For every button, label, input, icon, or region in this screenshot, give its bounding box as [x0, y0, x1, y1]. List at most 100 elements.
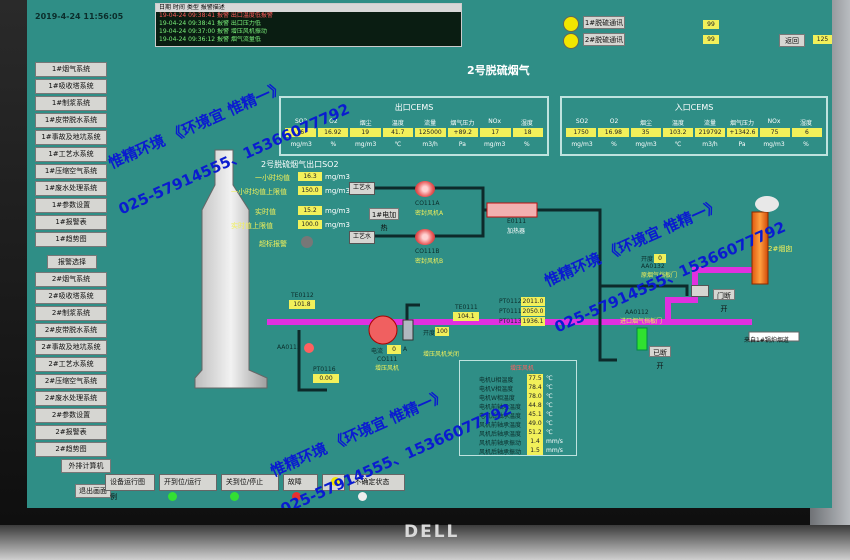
cems-value: 1750 — [566, 128, 597, 137]
seal-fan-b-id: CO111B — [415, 248, 440, 255]
sidebar-item[interactable]: 2#吸收塔系统 — [35, 289, 107, 304]
sidebar-item[interactable]: 2#参数设置 — [35, 408, 107, 423]
cems-value: 41.7 — [382, 128, 413, 137]
aa0113-tag: AA0113 — [277, 344, 301, 351]
drain-pipe — [297, 330, 327, 392]
return-button[interactable]: 返回 — [779, 34, 805, 47]
heater — [486, 202, 538, 218]
external-computer-button[interactable]: 外排计算机 — [61, 459, 111, 473]
legend-item: 不确定状态 — [349, 473, 405, 501]
current-unit: A — [403, 346, 408, 353]
exit-button[interactable]: 退出画面 — [75, 484, 111, 498]
legend-item: 故障 — [282, 473, 319, 501]
seal-fan-a-icon[interactable] — [415, 181, 435, 197]
cems-header: SO2 — [294, 118, 308, 125]
cems-unit: m3/h — [422, 141, 438, 148]
sidebar-item[interactable]: 2#烟气系统 — [35, 272, 107, 287]
sidebar-item[interactable]: 2#皮带脱水系统 — [35, 323, 107, 338]
so2-value: 15.2 — [298, 206, 322, 215]
pt0116-tag: PT0116 — [313, 366, 336, 373]
sidebar-item[interactable]: 2#工艺水系统 — [35, 357, 107, 372]
sidebar-item[interactable]: 1#制浆系统 — [35, 96, 107, 111]
sidebar-item[interactable]: 1#压缩空气系统 — [35, 164, 107, 179]
cems-unit: mg/m3 — [290, 141, 312, 148]
cems-unit: % — [803, 141, 809, 148]
process-water-valve-b[interactable]: 工艺水 — [349, 231, 375, 244]
inlet-damper — [636, 327, 648, 351]
current-label: 电流 — [371, 348, 384, 355]
damper-button[interactable]: 门断开 — [713, 289, 735, 313]
cems-header: 流量 — [424, 120, 437, 127]
seal-air-pipe — [374, 186, 617, 362]
sidebar-item[interactable]: 1#工艺水系统 — [35, 147, 107, 162]
alarm-row[interactable]: 19-04-24 09:38:41 报警 出口压力低 — [159, 20, 261, 27]
heater-button[interactable]: 1#电加热 — [369, 208, 399, 232]
sidebar-item[interactable]: 1#烟气系统 — [35, 62, 107, 77]
pt0116-value: 0.00 — [313, 374, 339, 383]
legend-item: 开到位/运行 — [158, 473, 217, 501]
alarm-row[interactable]: 19-04-24 09:38:41 报警 出口温度低报警 — [159, 12, 273, 19]
process-water-valve-a[interactable]: 工艺水 — [349, 182, 375, 195]
pt0112-value: 2011.0 — [521, 297, 545, 306]
motor-value: 44.8 — [527, 401, 543, 410]
outlet-cems-panel: 出口CEMS SO2 O2 烟尘 温度 流量 烟气压力 NOx 湿度 16 16… — [279, 96, 549, 156]
motor-unit: ℃ — [546, 384, 553, 391]
inlet-damper-id: AA0112 — [625, 309, 649, 316]
alarm-row[interactable]: 19-04-24 09:37:00 报警 增压风机振动 — [159, 28, 267, 35]
alarm-row[interactable]: 19-04-24 09:36:12 报警 烟气流量低 — [159, 36, 261, 43]
stack-label: 2#烟囱 — [768, 245, 793, 253]
heater-label: 加热器 — [507, 228, 526, 235]
seal-fan-b-icon[interactable] — [415, 229, 435, 245]
open-label: 开度 — [641, 256, 654, 263]
cems-unit: mg/m3 — [635, 141, 657, 148]
sidebar-item[interactable]: 1#废水处理系统 — [35, 181, 107, 196]
cems-value: 35 — [630, 128, 661, 137]
motor-label: 电机W相温度 — [479, 395, 515, 402]
so2-unit: mg/m3 — [325, 221, 350, 229]
comm-button-1[interactable]: 1#脱硫通讯 — [583, 16, 625, 29]
pt0112-tag: PT0112 — [499, 298, 522, 305]
so2-alarm-indicator — [301, 236, 313, 248]
sidebar-item[interactable]: 1#趋势图 — [35, 232, 107, 247]
monitor-brand-logo: DELL — [404, 522, 460, 542]
sidebar-item[interactable]: 1#报警表 — [35, 215, 107, 230]
cems-unit: % — [611, 141, 617, 148]
datetime: 2019-4-24 11:56:05 — [35, 12, 124, 21]
sidebar-item[interactable]: 1#参数设置 — [35, 198, 107, 213]
so2-value: 100.0 — [298, 220, 322, 229]
damper-valve[interactable] — [691, 285, 709, 297]
te0111-value: 104.1 — [453, 312, 479, 321]
comm-value-2: 99 — [703, 35, 719, 44]
inlet-damper-button[interactable]: 已断开 — [649, 346, 671, 370]
sidebar-item[interactable]: 2#制浆系统 — [35, 306, 107, 321]
sidebar-item[interactable]: 1#皮带脱水系统 — [35, 113, 107, 128]
so2-unit: mg/m3 — [325, 207, 350, 215]
sidebar-item[interactable]: 1#吸收塔系统 — [35, 79, 107, 94]
cems-unit: mg/m3 — [763, 141, 785, 148]
heater-id: E0111 — [507, 218, 527, 225]
so2-label: 实时值上限值 — [231, 222, 273, 230]
motor-label: 电机后轴承温度 — [479, 413, 522, 420]
alarm-list[interactable]: 日期 时间 类型 报警描述 19-04-24 09:38:41 报警 出口温度低… — [155, 3, 462, 47]
cems-value: 219792 — [695, 128, 726, 137]
sidebar-item[interactable]: 2#报警表 — [35, 425, 107, 440]
comm-button-2[interactable]: 2#脱硫通讯 — [583, 33, 625, 46]
cems-header: O2 — [609, 118, 619, 125]
sidebar-item[interactable]: 2#事故及地坑系统 — [35, 340, 107, 355]
cems-unit: Pa — [458, 141, 466, 148]
alarm-select-button[interactable]: 报警选择 — [47, 255, 97, 269]
sidebar-item[interactable]: 1#事故及地坑系统 — [35, 130, 107, 145]
booster-shutoff-label: 增压风机关闭 — [423, 351, 460, 358]
sidebar-item[interactable]: 2#废水处理系统 — [35, 391, 107, 406]
motor-unit: ℃ — [546, 429, 553, 436]
cems-unit: m3/h — [702, 141, 718, 148]
pt0111-tag: PT0111 — [499, 308, 522, 315]
motor-value: 77.5 — [527, 374, 543, 383]
pt0113-value: 1936.1 — [521, 317, 545, 326]
outlet-cems-title: 出口CEMS — [394, 103, 434, 112]
seal-fan-b-label: 密封风机B — [415, 258, 444, 265]
sidebar-item[interactable]: 2#压缩空气系统 — [35, 374, 107, 389]
damper-label: 原烟气挡板门 — [641, 272, 678, 279]
so2-alarm-label: 超标报警 — [259, 240, 287, 248]
sidebar-item[interactable]: 2#趋势图 — [35, 442, 107, 457]
